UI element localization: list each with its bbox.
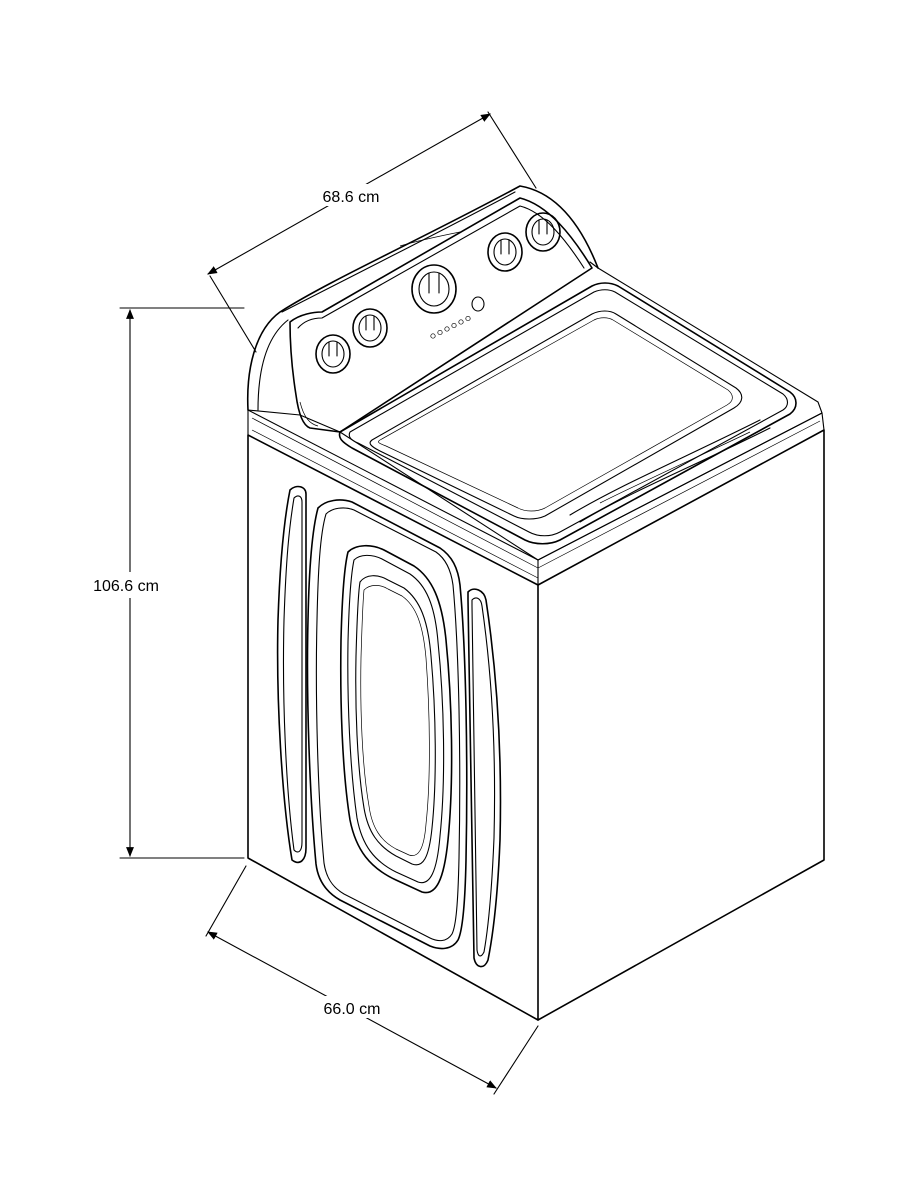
indicator-lights [430,315,471,339]
front-left-rib [276,485,307,864]
knob-main-icon[interactable] [411,264,457,314]
height-label: 106.6 cm [93,578,159,595]
knob-2-icon[interactable] [352,308,388,348]
depth-label: 68.6 cm [323,189,380,206]
washer-lid[interactable] [338,282,797,545]
depth-dimension: 68.6 cm [207,111,537,353]
width-dimension: 66.0 cm [205,865,539,1095]
washer-side-face [537,429,825,1021]
front-panel-oval [339,544,453,894]
knob-5-icon[interactable] [525,212,561,252]
front-right-rib [467,588,502,968]
width-label: 66.0 cm [324,1001,381,1018]
start-button-icon[interactable] [471,296,485,312]
knob-4-icon[interactable] [487,232,523,272]
height-dimension: 106.6 cm [80,307,245,859]
knob-1-icon[interactable] [315,334,351,374]
washer-cabinet [247,261,825,1021]
control-console [246,185,599,433]
